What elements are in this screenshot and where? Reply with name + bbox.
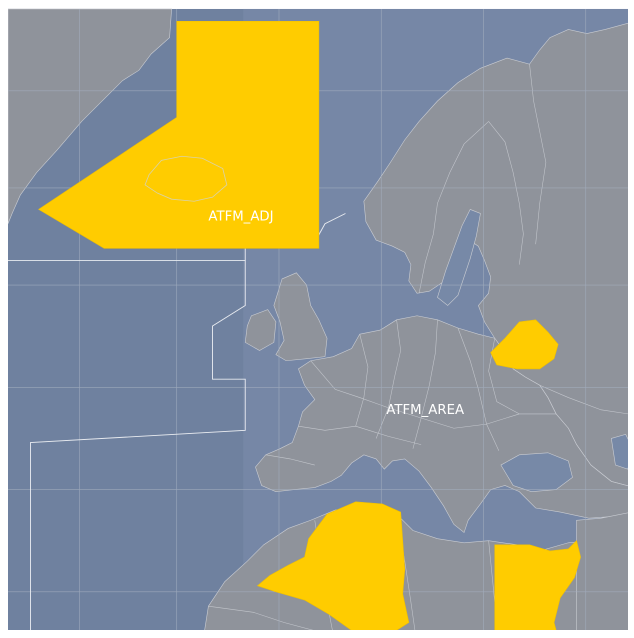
region-label-atfm-area: ATFM_AREA [386, 403, 464, 418]
map-canvas[interactable]: ATFM_ADJ ATFM_AREA [8, 8, 628, 630]
map-frame: ATFM_ADJ ATFM_AREA [8, 8, 628, 630]
highlight-algeria[interactable] [256, 501, 410, 630]
sea-caspian [610, 434, 628, 470]
land-middle-east [576, 512, 628, 630]
sea-black-sea [500, 452, 573, 492]
land-ireland [244, 309, 277, 351]
highlight-belarus[interactable] [490, 319, 559, 370]
iceland-outline [144, 155, 228, 202]
land-great-britain [273, 272, 328, 362]
highlight-iceland-sector[interactable] [38, 20, 320, 249]
sea-baltic [437, 209, 481, 306]
region-label-atfm-adj: ATFM_ADJ [208, 210, 273, 225]
land-greenland [8, 8, 172, 224]
highlight-egypt-sector[interactable] [494, 540, 581, 630]
